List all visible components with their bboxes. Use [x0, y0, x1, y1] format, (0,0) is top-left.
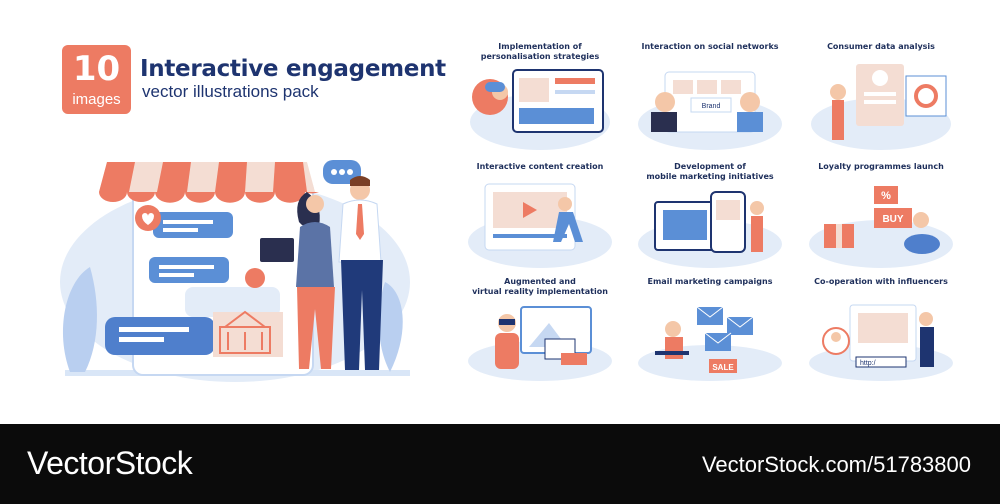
loyalty-illustration: % BUY [809, 186, 953, 268]
tile-title: Interactive content creation [476, 162, 604, 171]
tile-personalisation: Implementation of personalisation strate… [455, 42, 625, 152]
content-creation-illustration [468, 183, 612, 268]
tile-title: Implementation of personalisation strate… [480, 42, 600, 61]
brand-label: Brand [702, 103, 721, 110]
tile-social-networks: Interaction on social networks Brand [625, 42, 795, 152]
footer-reference: VectorStock.com/51783800 [701, 452, 971, 477]
chat-bubbles [105, 160, 361, 355]
image-count-badge: 10 images [62, 45, 131, 114]
hero-illustration [60, 160, 410, 382]
mobile-marketing-illustration [638, 191, 782, 268]
page-subtitle: vector illustrations pack [142, 82, 319, 101]
tile-title: Augmented and virtual reality implementa… [472, 277, 608, 296]
tile-consumer-data: Consumer data analysis [796, 42, 966, 152]
tile-loyalty: Loyalty programmes launch % BUY [796, 162, 966, 272]
tile-mobile-marketing: Development of mobile marketing initiati… [625, 162, 795, 272]
tile-title: Interaction on social networks [641, 42, 779, 51]
tile-content-creation: Interactive content creation [455, 162, 625, 272]
woman-figure [260, 192, 335, 369]
consumer-data-illustration [811, 64, 951, 150]
social-networks-illustration: Brand [638, 71, 782, 150]
footer-brand: VectorStock [27, 445, 193, 481]
personalisation-illustration [470, 69, 610, 150]
tile-ar-vr: Augmented and virtual reality implementa… [455, 277, 625, 387]
basket-icon [213, 310, 283, 357]
tile-title: Development of mobile marketing initiati… [646, 162, 774, 181]
tile-email-marketing: Email marketing campaigns SALE [625, 277, 795, 387]
sale-label: SALE [712, 363, 734, 372]
badge-number: 10 [72, 49, 121, 89]
man-figure [338, 176, 383, 370]
url-label: http:/ [860, 360, 876, 367]
tile-title: Loyalty programmes launch [818, 162, 944, 171]
percent-label: % [881, 190, 891, 202]
tile-influencers: Co-operation with influencers http:/ [796, 277, 966, 387]
buy-label: BUY [882, 214, 903, 225]
shop-awning [99, 162, 319, 203]
influencers-illustration: http:/ [809, 304, 953, 381]
footer-bar: VectorStock VectorStock.com/51783800 [0, 424, 1000, 504]
ar-vr-illustration [468, 306, 612, 381]
page-title: Interactive engagement [140, 56, 446, 82]
tile-title: Co-operation with influencers [814, 277, 948, 286]
tile-title: Consumer data analysis [827, 42, 935, 51]
email-marketing-illustration: SALE [638, 306, 782, 381]
tile-title: Email marketing campaigns [647, 277, 773, 286]
badge-label: images [72, 91, 121, 108]
